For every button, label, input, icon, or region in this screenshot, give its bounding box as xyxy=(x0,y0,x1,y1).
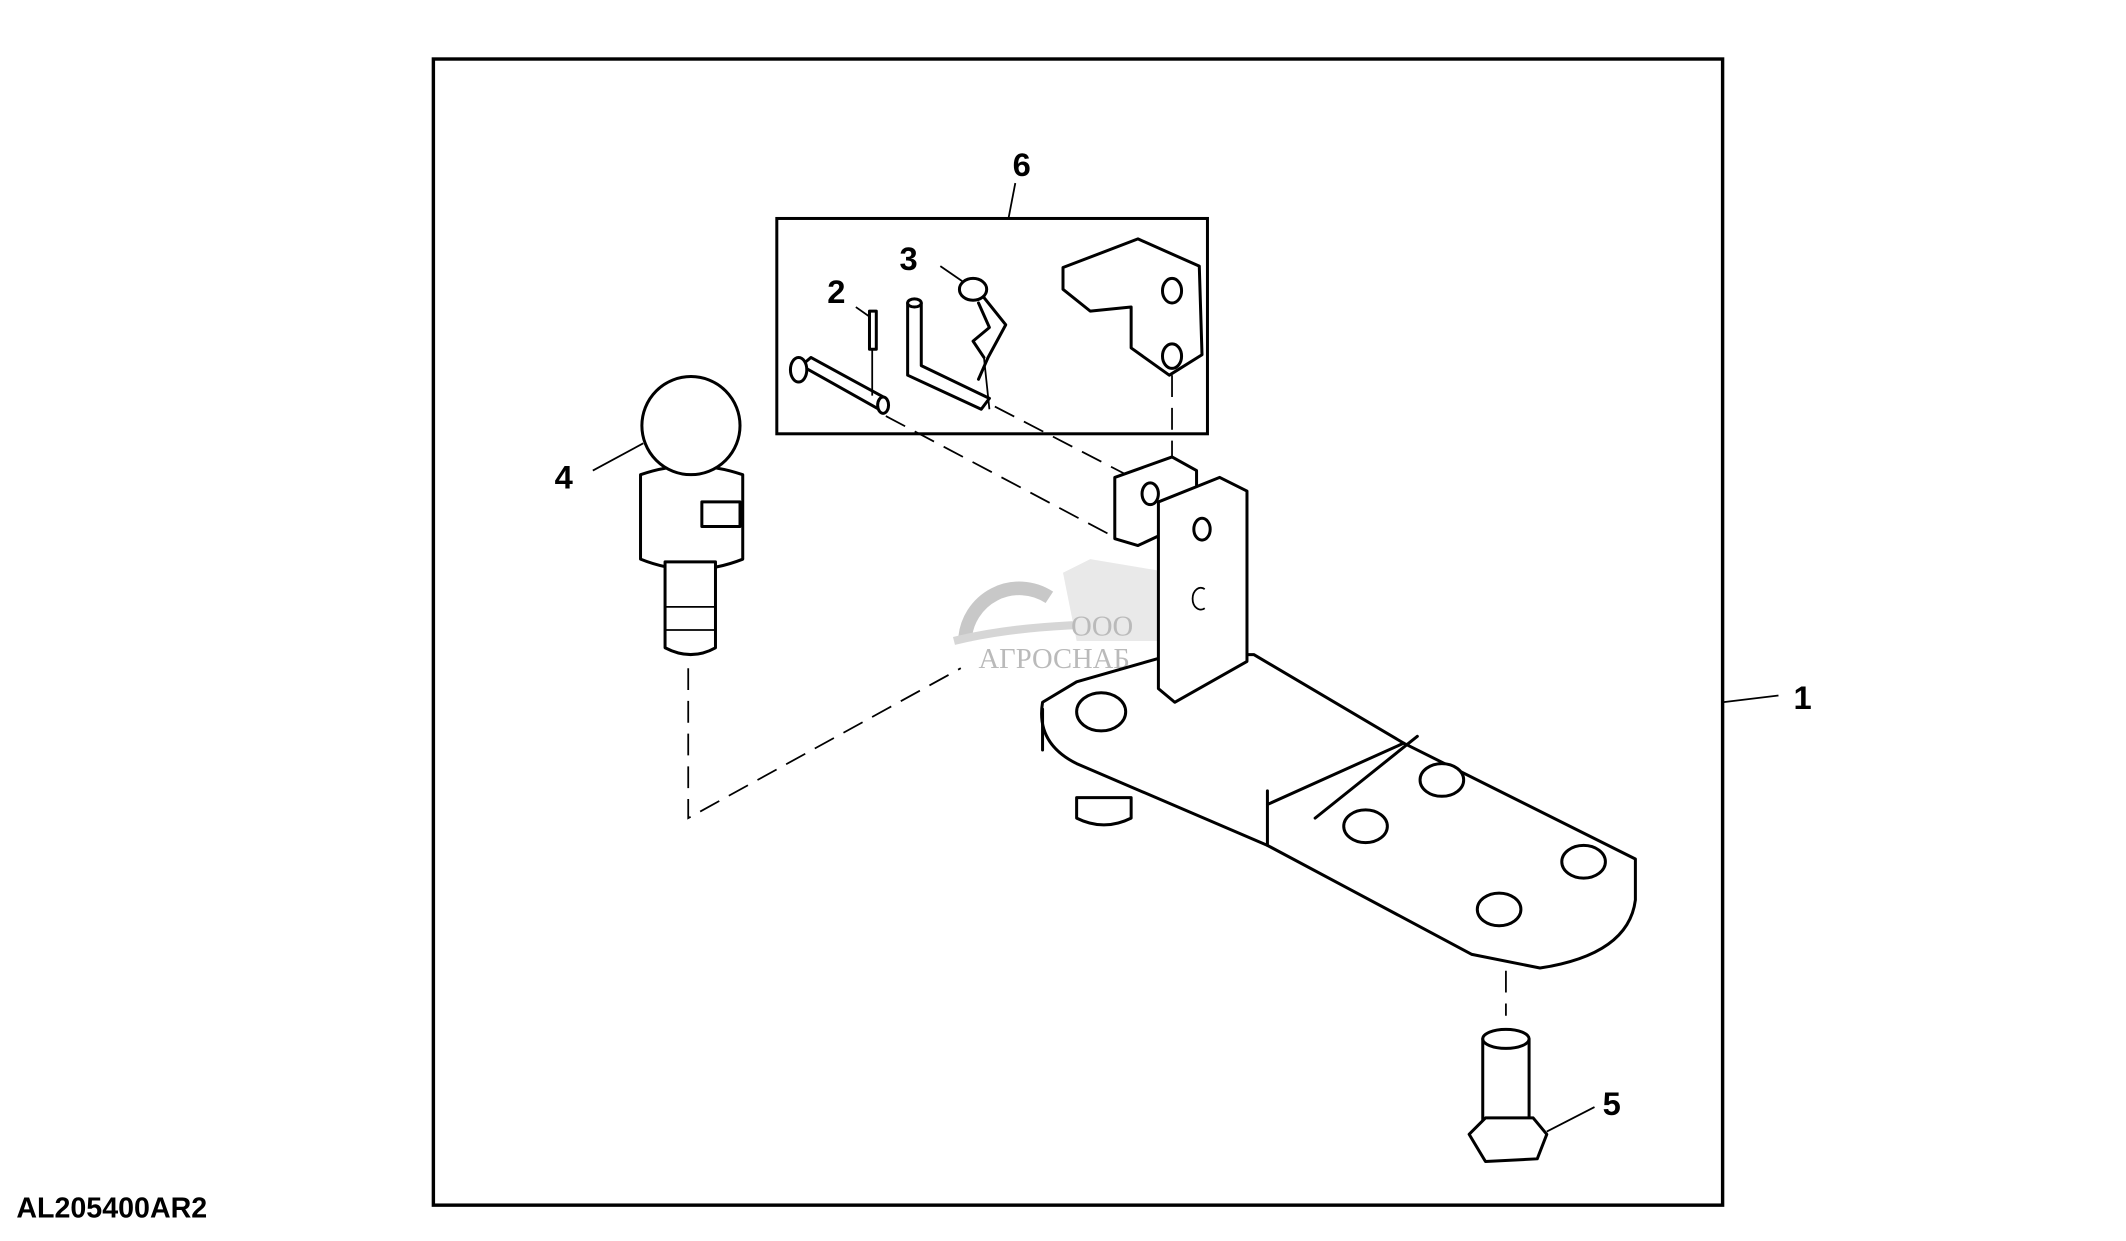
callout-5: 5 xyxy=(1603,1085,1621,1122)
callout-4: 4 xyxy=(555,458,573,495)
diagram-frame xyxy=(431,57,1725,1207)
part-1-drawbar xyxy=(1040,455,1779,970)
callout-1: 1 xyxy=(1793,679,1811,716)
figure-code: AL205400AR2 xyxy=(16,1192,207,1224)
callout-6: 6 xyxy=(1013,146,1031,183)
part-4-ball xyxy=(592,375,745,657)
callout-3: 3 xyxy=(899,240,917,277)
watermark-name: АГРОСНАБ xyxy=(979,644,1130,675)
part-5-bolt xyxy=(1467,1027,1595,1164)
watermark-logo: ООО АГРОСНАБ xyxy=(952,559,1186,675)
callout-2: 2 xyxy=(827,273,845,310)
part-6-pin-kit xyxy=(775,182,1209,464)
watermark-prefix: ООО xyxy=(1071,611,1133,642)
